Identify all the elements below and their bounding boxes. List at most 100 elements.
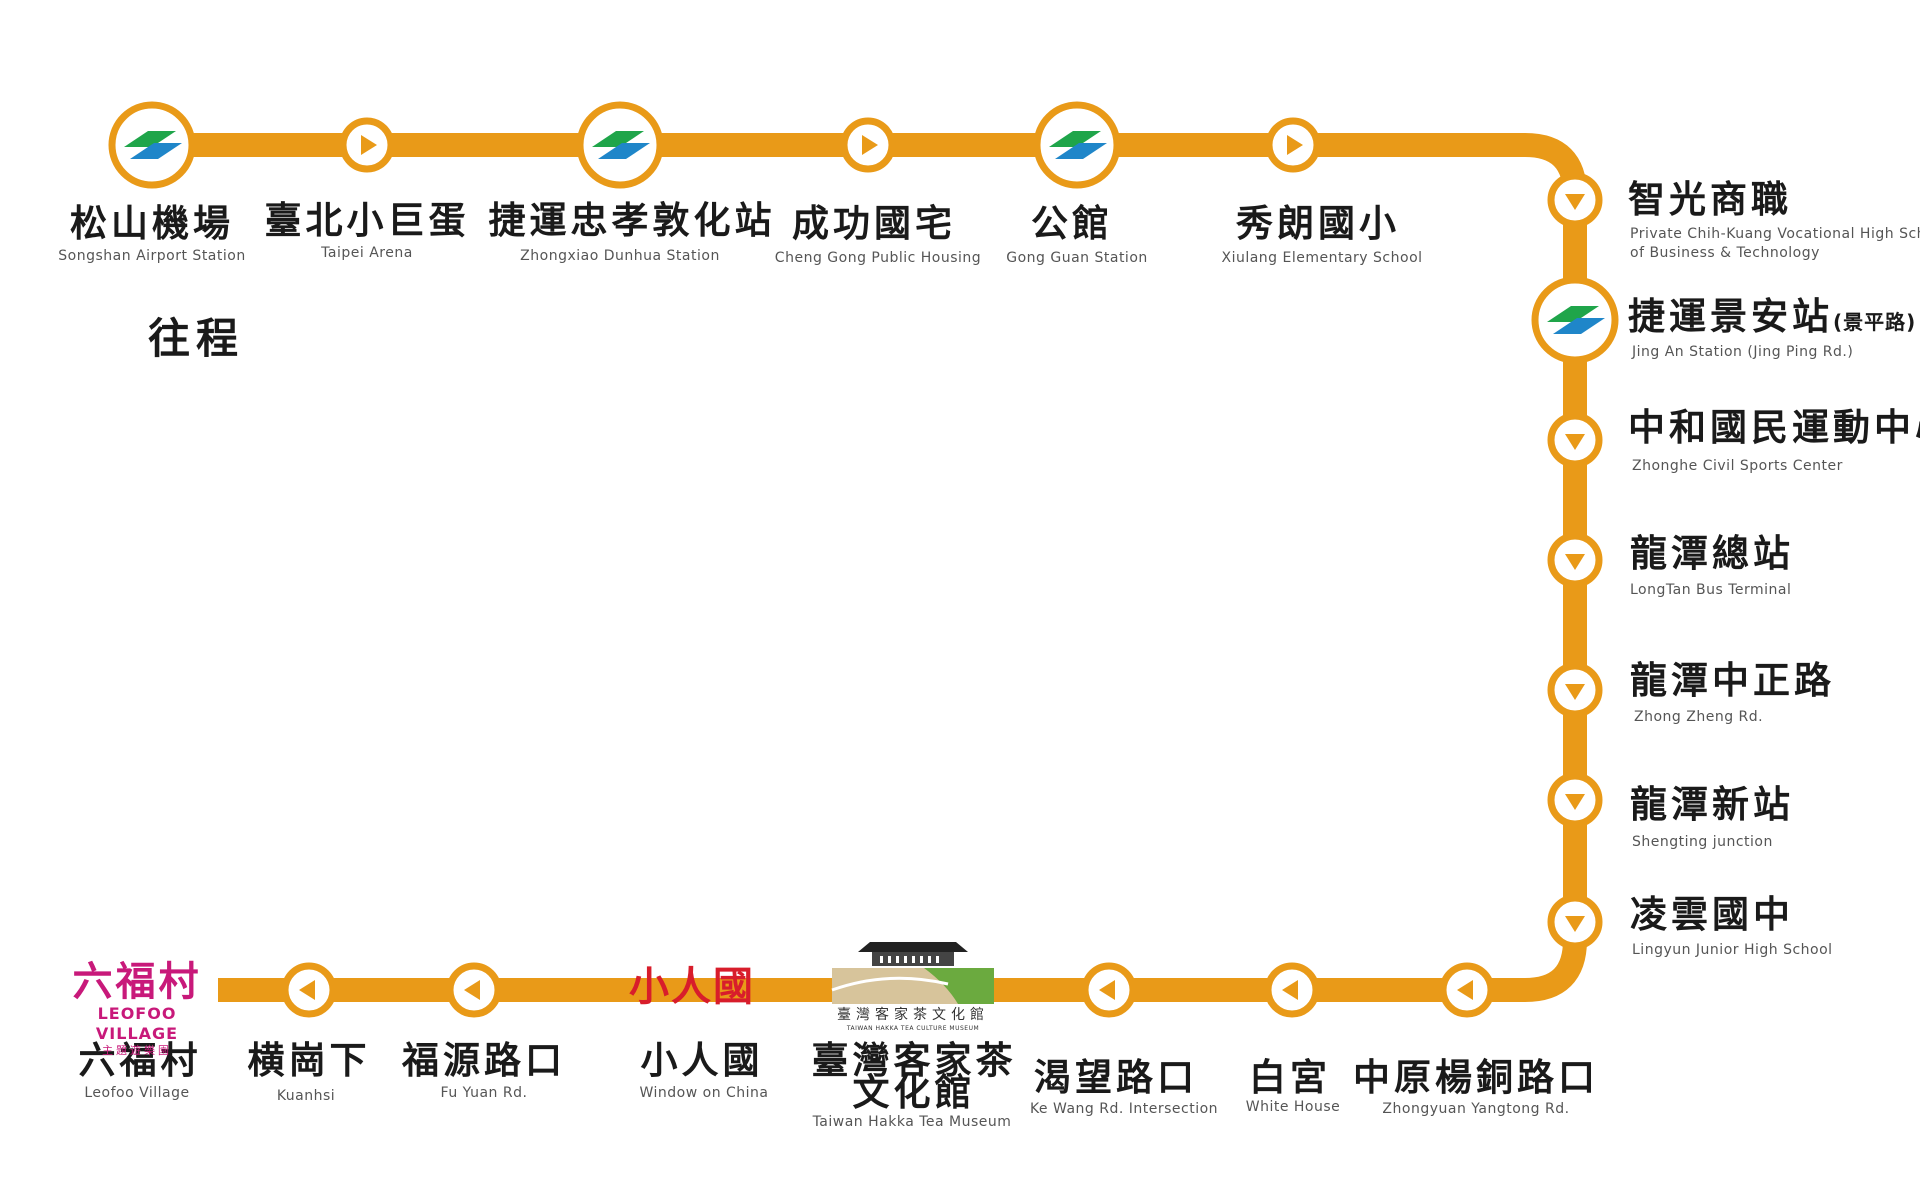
stop-label-zh: 智光商職 xyxy=(1628,178,1792,221)
stop-label-en: Zhongyuan Yangtong Rd. xyxy=(1382,1101,1570,1117)
leofoo-logo-sub: 主題遊樂園 xyxy=(102,1044,172,1057)
stop-marker xyxy=(446,962,502,1018)
hakka-museum-logo-text: 臺灣客家茶文化館 TAIWAN HAKKA TEA CULTURE MUSEUM xyxy=(828,1006,998,1034)
hakka-logo-en: TAIWAN HAKKA TEA CULTURE MUSEUM xyxy=(846,1025,980,1032)
stop-label-en: Kuanhsi xyxy=(276,1088,336,1104)
stop-label-en: LongTan Bus Terminal xyxy=(1630,582,1792,598)
stop-label-en: Songshan Airport Station xyxy=(58,248,246,264)
stop-label-zh: 渴望路口 xyxy=(1034,1056,1198,1099)
stop-label-en: Zhong Zheng Rd. xyxy=(1634,709,1764,725)
hakka-roof xyxy=(858,942,968,952)
stop-label-en: Lingyun Junior High School xyxy=(1632,942,1833,958)
arrow-left-icon xyxy=(1099,980,1115,1000)
arrow-down-icon xyxy=(1565,434,1585,450)
stop-label-zh: 公館 xyxy=(1031,202,1113,245)
arrow-left-icon xyxy=(1282,980,1298,1000)
stop-label-zh: 龍潭中正路 xyxy=(1630,659,1835,702)
stop-label-zh-suffix: (景平路) xyxy=(1833,310,1917,334)
arrow-down-icon xyxy=(1565,916,1585,932)
stop-label-en: Taipei Arena xyxy=(321,245,413,261)
stop-marker xyxy=(1439,962,1495,1018)
stop-label-zh: 小人國 xyxy=(640,1039,764,1082)
mrt-logo-icon xyxy=(1055,143,1107,159)
arrow-right-icon xyxy=(862,135,878,155)
stop-label-zh: 龍潭新站 xyxy=(1630,783,1794,826)
stop-label-en: Ke Wang Rd. Intersection xyxy=(1029,1101,1219,1117)
stop-marker xyxy=(1547,172,1603,228)
leofoo-logo: 六福村 LEOFOO VILLAGE 主題遊樂園 xyxy=(62,960,212,1058)
window-on-china-logo: 小人國 xyxy=(629,964,755,1010)
stop-label-en: of Business & Technology xyxy=(1630,245,1820,261)
stop-marker xyxy=(1265,117,1321,173)
stop-label-en: Zhonghe Civil Sports Center xyxy=(1632,458,1843,474)
stop-label-zh: 白宮 xyxy=(1249,1056,1331,1099)
hakka-museum-logo xyxy=(831,942,994,1004)
stop-marker xyxy=(1547,662,1603,718)
stop-label-zh: 成功國宅 xyxy=(792,202,956,245)
stop-marker xyxy=(1081,962,1137,1018)
stop-label-en: Leofoo Village xyxy=(84,1085,190,1101)
mrt-logo-icon xyxy=(1553,318,1605,334)
stop-label-zh: 横崗下 xyxy=(247,1039,371,1082)
stop-label-zh: 六福村 xyxy=(78,1039,202,1082)
stop-label-zh: 福源路口 xyxy=(402,1039,566,1082)
mrt-station-marker xyxy=(1531,276,1619,364)
stop-marker xyxy=(1547,894,1603,950)
arrow-right-icon xyxy=(361,135,377,155)
stop-label-zh: 臺北小巨蛋 xyxy=(264,199,470,242)
stop-marker xyxy=(281,962,337,1018)
stop-label-en: Jing An Station (Jing Ping Rd.) xyxy=(1632,344,1854,360)
mrt-logo-icon xyxy=(130,143,182,159)
mrt-logo-icon xyxy=(592,131,644,147)
route-line xyxy=(155,133,1587,1002)
stop-label-zh: 捷運景安站(景平路) xyxy=(1628,295,1916,344)
mrt-station-marker xyxy=(108,101,196,189)
stop-label-zh-main: 捷運景安站 xyxy=(1628,295,1833,338)
stop-marker xyxy=(1547,532,1603,588)
hakka-field xyxy=(924,968,994,1004)
stop-marker xyxy=(840,117,896,173)
stop-label-en: Private Chih-Kuang Vocational High Schoo… xyxy=(1630,226,1920,242)
arrow-left-icon xyxy=(1457,980,1473,1000)
arrow-down-icon xyxy=(1565,194,1585,210)
arrow-down-icon xyxy=(1565,554,1585,570)
stop-marker xyxy=(1264,962,1320,1018)
stop-label-en: White House xyxy=(1245,1099,1341,1115)
mrt-station-marker xyxy=(1033,101,1121,189)
mrt-logo-icon xyxy=(1049,131,1101,147)
mrt-station-marker xyxy=(576,101,664,189)
stop-label-zh: 捷運忠孝敦化站 xyxy=(488,199,776,242)
stop-label-zh: 中和國民運動中心 xyxy=(1628,406,1920,449)
stop-label-zh: 臺灣客家茶 xyxy=(811,1039,1017,1082)
stop-label-en: Cheng Gong Public Housing xyxy=(774,250,982,266)
stop-label-en: Window on China xyxy=(639,1085,769,1101)
arrow-down-icon xyxy=(1565,684,1585,700)
stop-label-zh: 秀朗國小 xyxy=(1236,202,1400,245)
stop-marker xyxy=(1547,772,1603,828)
mrt-logo-icon xyxy=(124,131,176,147)
stop-label-zh: 中原楊銅路口 xyxy=(1353,1056,1599,1099)
stop-marker xyxy=(339,117,395,173)
arrow-right-icon xyxy=(1287,135,1303,155)
leofoo-logo-zh: 六福村 xyxy=(72,959,202,1005)
stop-label-en: Xiulang Elementary School xyxy=(1221,250,1423,266)
stop-label-zh: 凌雲國中 xyxy=(1630,893,1794,936)
arrow-left-icon xyxy=(299,980,315,1000)
stop-label-en: Shengting junction xyxy=(1632,834,1773,850)
stop-label-en: Fu Yuan Rd. xyxy=(440,1085,528,1101)
direction-label: 往程 xyxy=(148,314,245,363)
stop-label-en: Gong Guan Station xyxy=(1006,250,1148,266)
stop-label-zh: 文化館 xyxy=(852,1071,976,1114)
stop-label-en: Taiwan Hakka Tea Museum xyxy=(812,1114,1012,1130)
hakka-logo-zh: 臺灣客家茶文化館 xyxy=(837,1007,989,1023)
stop-label-zh: 龍潭總站 xyxy=(1630,532,1794,575)
mrt-logo-icon xyxy=(1547,306,1599,322)
mrt-logo-icon xyxy=(598,143,650,159)
leofoo-logo-en: LEOFOO VILLAGE xyxy=(95,1004,179,1043)
arrow-left-icon xyxy=(464,980,480,1000)
stop-label-zh: 松山機場 xyxy=(70,202,234,245)
stop-marker xyxy=(1547,412,1603,468)
stop-label-en: Zhongxiao Dunhua Station xyxy=(520,248,720,264)
arrow-down-icon xyxy=(1565,794,1585,810)
